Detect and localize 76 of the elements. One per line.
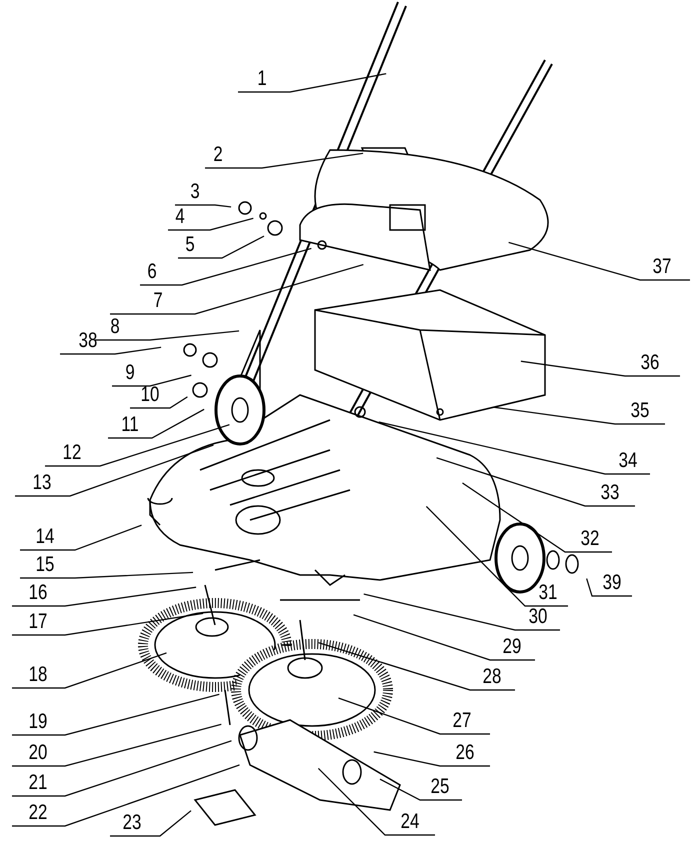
callout-number: 1 bbox=[242, 68, 282, 90]
callout-number: 17 bbox=[18, 611, 58, 633]
leader-line bbox=[508, 242, 690, 281]
leader-line bbox=[520, 360, 680, 377]
leader-line bbox=[436, 457, 635, 507]
callout-number: 25 bbox=[420, 776, 460, 798]
leader-line bbox=[20, 572, 194, 579]
leader-line bbox=[12, 586, 196, 607]
callout-number: 10 bbox=[130, 384, 170, 406]
callout-number: 26 bbox=[445, 742, 485, 764]
leader-line bbox=[110, 264, 364, 315]
callout-number: 11 bbox=[110, 414, 150, 436]
leader-line bbox=[178, 236, 264, 259]
callout-number: 14 bbox=[25, 526, 65, 548]
callout-number: 18 bbox=[18, 664, 58, 686]
callout-number: 39 bbox=[592, 572, 632, 594]
callout-number: 30 bbox=[518, 606, 558, 628]
callout-number: 34 bbox=[608, 450, 648, 472]
callout-number: 12 bbox=[52, 442, 92, 464]
callout-number: 9 bbox=[110, 362, 150, 384]
callout-number: 33 bbox=[590, 482, 630, 504]
leader-line bbox=[12, 740, 232, 797]
callout-number: 28 bbox=[472, 666, 512, 688]
callout-number: 24 bbox=[390, 811, 430, 833]
leader-line bbox=[60, 346, 162, 355]
leader-line bbox=[12, 694, 220, 736]
callout-number: 16 bbox=[18, 582, 58, 604]
callout-number: 22 bbox=[18, 802, 58, 824]
callout-number: 2 bbox=[198, 144, 238, 166]
leader-line bbox=[108, 408, 204, 439]
leader-line bbox=[12, 612, 204, 636]
leader-line bbox=[140, 248, 312, 286]
leader-line bbox=[238, 73, 386, 93]
callout-number: 20 bbox=[18, 742, 58, 764]
leader-line bbox=[378, 421, 650, 475]
callout-number: 19 bbox=[18, 711, 58, 733]
leader-line bbox=[318, 642, 515, 691]
callout-number: 7 bbox=[138, 290, 178, 312]
leader-line bbox=[205, 152, 364, 169]
leader-line bbox=[494, 406, 665, 425]
callout-number: 6 bbox=[132, 261, 172, 283]
leader-line bbox=[318, 768, 435, 836]
leader-line bbox=[364, 594, 560, 631]
callout-number: 35 bbox=[620, 400, 660, 422]
callout-number: 27 bbox=[442, 710, 482, 732]
leader-line bbox=[15, 444, 214, 497]
leader-line bbox=[175, 204, 232, 208]
leader-line bbox=[45, 424, 230, 467]
leader-line bbox=[20, 524, 142, 551]
callout-number: 29 bbox=[492, 636, 532, 658]
leader-line bbox=[112, 374, 192, 387]
leader-line bbox=[130, 396, 188, 409]
callout-number: 21 bbox=[18, 772, 58, 794]
callout-number: 37 bbox=[642, 256, 682, 278]
callout-number: 5 bbox=[170, 234, 210, 256]
callout-number: 36 bbox=[630, 352, 670, 374]
callout-number: 3 bbox=[175, 181, 215, 203]
leader-line bbox=[380, 778, 462, 801]
callout-number: 32 bbox=[570, 528, 610, 550]
leader-line bbox=[12, 652, 167, 689]
leader-line bbox=[110, 810, 192, 837]
callout-number: 4 bbox=[160, 206, 200, 228]
leader-line bbox=[338, 697, 490, 735]
callout-number: 31 bbox=[528, 582, 568, 604]
leader-line bbox=[12, 724, 222, 767]
leader-line bbox=[426, 506, 568, 607]
leader-line bbox=[95, 330, 240, 341]
leader-line bbox=[12, 764, 240, 827]
leader-line bbox=[462, 482, 612, 553]
leader-line bbox=[374, 751, 490, 767]
callout-number: 23 bbox=[112, 812, 152, 834]
leader-line bbox=[168, 218, 254, 231]
callout-number: 15 bbox=[25, 554, 65, 576]
leader-line bbox=[586, 578, 632, 597]
leader-line bbox=[353, 614, 535, 661]
callout-number: 13 bbox=[22, 472, 62, 494]
